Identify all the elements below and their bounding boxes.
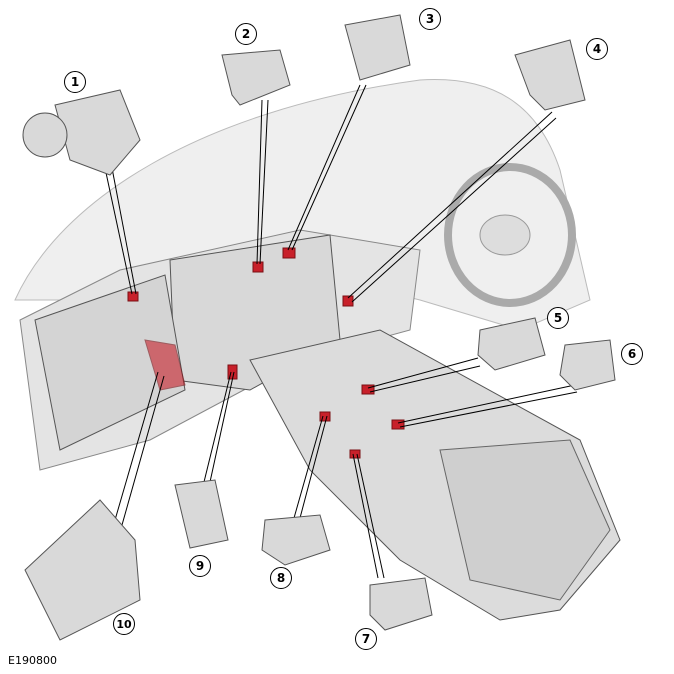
module-6-location bbox=[391, 419, 405, 430]
callout-5: 5 bbox=[547, 307, 569, 329]
callout-3: 3 bbox=[419, 8, 441, 30]
component-2 bbox=[221, 49, 291, 106]
callout-8: 8 bbox=[270, 567, 292, 589]
components bbox=[22, 14, 616, 641]
component-5 bbox=[477, 317, 546, 371]
module-10-location bbox=[144, 339, 186, 391]
steering-wheel bbox=[444, 163, 576, 307]
component-10-module bbox=[24, 499, 141, 641]
callout-2: 2 bbox=[235, 23, 257, 45]
callout-6: 6 bbox=[621, 343, 643, 365]
callout-9: 9 bbox=[189, 555, 211, 577]
steering-hub bbox=[479, 214, 531, 256]
leader-lines bbox=[104, 84, 578, 579]
callout-4: 4 bbox=[586, 38, 608, 60]
highlighted-modules bbox=[127, 247, 405, 459]
component-6 bbox=[559, 339, 616, 391]
component-1-blower bbox=[54, 89, 141, 176]
module-5-location bbox=[361, 384, 375, 395]
blower-motor bbox=[22, 112, 68, 158]
module-1-location bbox=[127, 291, 139, 302]
callout-10: 10 bbox=[113, 613, 135, 635]
component-7 bbox=[369, 577, 433, 631]
component-3 bbox=[344, 14, 411, 81]
figure-id: E190800 bbox=[8, 654, 57, 667]
module-8-location bbox=[319, 411, 331, 422]
console-front bbox=[439, 439, 611, 601]
component-4 bbox=[514, 39, 586, 111]
heater-box bbox=[34, 274, 186, 451]
callout-7: 7 bbox=[355, 628, 377, 650]
module-2-location bbox=[252, 261, 264, 273]
component-9 bbox=[174, 479, 229, 549]
callout-1: 1 bbox=[64, 71, 86, 93]
module-7-location bbox=[349, 449, 361, 459]
module-3-location bbox=[282, 247, 296, 259]
component-8 bbox=[261, 514, 331, 566]
